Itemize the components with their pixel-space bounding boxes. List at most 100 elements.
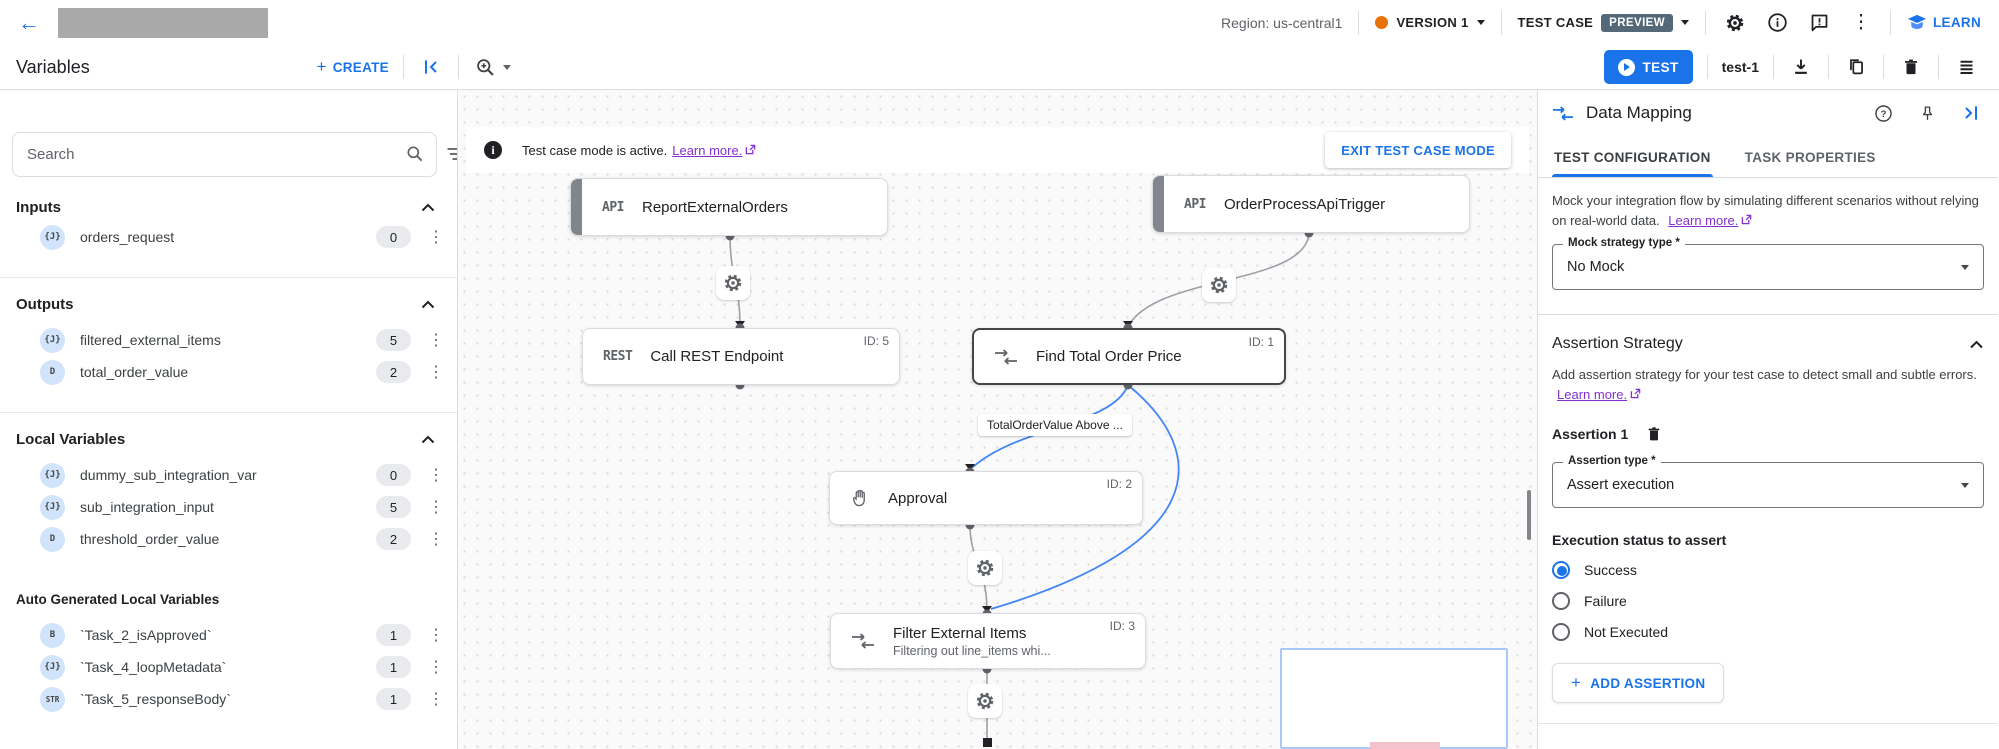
section-header-outputs: Outputs xyxy=(0,290,457,318)
filter-sort-icon[interactable] xyxy=(445,145,457,163)
variable-row[interactable]: B `Task_2_isApproved` 1 ⋮ xyxy=(0,619,457,651)
variable-row[interactable]: {J} sub_integration_input 5 ⋮ xyxy=(0,491,457,523)
edge-gear-icon[interactable] xyxy=(968,551,1002,585)
add-assertion-button[interactable]: + ADD ASSERTION xyxy=(1552,663,1725,703)
node-order-process-api-trigger[interactable]: API OrderProcessApiTrigger xyxy=(1152,175,1470,233)
learn-more-link[interactable]: Learn more. xyxy=(672,143,756,158)
learn-more-link[interactable]: Learn more. xyxy=(1668,213,1752,228)
node-approval[interactable]: Approval ID: 2 xyxy=(829,471,1143,525)
edge-gear-icon[interactable] xyxy=(716,266,750,300)
copy-icon[interactable] xyxy=(1843,54,1869,80)
node-subtitle: Filtering out line_items whi... xyxy=(893,643,1051,658)
canvas-zoom-control[interactable] xyxy=(475,57,511,78)
help-icon[interactable]: ? xyxy=(1870,100,1896,126)
chevron-down-icon xyxy=(1961,482,1969,488)
test-button[interactable]: TEST xyxy=(1603,50,1693,84)
delete-icon[interactable] xyxy=(1898,54,1924,80)
info-icon[interactable] xyxy=(1764,10,1790,36)
variable-row[interactable]: {J} filtered_external_items 5 ⋮ xyxy=(0,324,457,356)
row-menu-icon[interactable]: ⋮ xyxy=(428,467,444,484)
search-input[interactable] xyxy=(12,132,437,177)
assertion-type-select[interactable]: Assertion type * Assert execution xyxy=(1552,455,1984,508)
settings-gear-icon[interactable] xyxy=(1722,10,1748,36)
minimap[interactable] xyxy=(1280,648,1508,749)
divider xyxy=(0,412,457,413)
row-menu-icon[interactable]: ⋮ xyxy=(428,627,444,644)
collapse-panel-icon[interactable] xyxy=(1958,100,1984,126)
edge-gear-icon[interactable] xyxy=(968,684,1002,718)
row-menu-icon[interactable]: ⋮ xyxy=(428,332,444,349)
pin-icon[interactable] xyxy=(1914,100,1940,126)
info-icon: i xyxy=(484,141,502,159)
node-filter-external-items[interactable]: Filter External Items Filtering out line… xyxy=(830,613,1146,669)
learn-button[interactable]: LEARN xyxy=(1907,14,1981,32)
download-icon[interactable] xyxy=(1788,54,1814,80)
external-link-icon xyxy=(1741,214,1752,225)
count-badge: 1 xyxy=(376,688,411,710)
node-call-rest-endpoint[interactable]: REST Call REST Endpoint ID: 5 xyxy=(582,328,900,385)
count-badge: 5 xyxy=(376,496,411,518)
more-options-icon[interactable]: ⋮ xyxy=(1851,12,1871,33)
divider xyxy=(1773,55,1774,79)
variable-row[interactable]: D total_order_value 2 ⋮ xyxy=(0,356,457,388)
chevron-down-icon xyxy=(1681,20,1689,25)
divider xyxy=(0,277,457,278)
row-menu-icon[interactable]: ⋮ xyxy=(428,229,444,246)
radio-success[interactable]: Success xyxy=(1552,561,1984,579)
tab-test-configuration[interactable]: TEST CONFIGURATION xyxy=(1552,136,1713,177)
node-report-external-orders[interactable]: API ReportExternalOrders xyxy=(570,178,888,236)
json-type-icon: {J} xyxy=(40,654,65,680)
scrollbar-thumb[interactable] xyxy=(1527,490,1531,540)
feedback-icon[interactable] xyxy=(1806,10,1832,36)
flow-canvas[interactable]: i Test case mode is active. Learn more. … xyxy=(458,90,1537,749)
collapse-sidebar-icon[interactable] xyxy=(418,54,444,80)
panel-title: Data Mapping xyxy=(1586,103,1692,122)
section-header-inputs: Inputs xyxy=(0,193,457,221)
edge-gear-icon[interactable] xyxy=(1202,268,1236,302)
test-case-selector[interactable]: TEST CASE PREVIEW xyxy=(1517,13,1689,32)
divider xyxy=(1705,10,1706,35)
tab-task-properties[interactable]: TASK PROPERTIES xyxy=(1744,150,1876,165)
row-menu-icon[interactable]: ⋮ xyxy=(428,499,444,516)
divider xyxy=(1706,55,1708,79)
divider xyxy=(1890,10,1891,35)
row-menu-icon[interactable]: ⋮ xyxy=(428,691,444,708)
radio-not-executed[interactable]: Not Executed xyxy=(1552,623,1984,641)
learn-icon xyxy=(1908,14,1926,29)
mock-strategy-select[interactable]: Mock strategy type * No Mock xyxy=(1552,237,1984,290)
plus-icon: + xyxy=(1571,673,1582,692)
top-app-bar: ← Region: us-central1 VERSION 1 TEST CAS… xyxy=(0,0,1999,45)
chevron-up-icon[interactable] xyxy=(1969,340,1984,349)
row-menu-icon[interactable]: ⋮ xyxy=(428,364,444,381)
double-type-icon: D xyxy=(40,359,65,385)
chevron-up-icon[interactable] xyxy=(421,203,435,212)
variable-row[interactable]: D threshold_order_value 2 ⋮ xyxy=(0,523,457,555)
version-label: VERSION 1 xyxy=(1396,15,1469,30)
create-variable-button[interactable]: + CREATE xyxy=(316,57,389,76)
learn-more-link[interactable]: Learn more. xyxy=(1557,387,1641,402)
exit-test-case-mode-button[interactable]: EXIT TEST CASE MODE xyxy=(1325,132,1511,168)
node-find-total-order-price[interactable]: Find Total Order Price ID: 1 xyxy=(972,328,1286,385)
list-view-icon[interactable] xyxy=(1953,54,1979,80)
mock-description: Mock your integration flow by simulating… xyxy=(1552,193,1979,228)
boolean-type-icon: B xyxy=(40,622,65,648)
chevron-up-icon[interactable] xyxy=(421,300,435,309)
test-case-label: TEST CASE xyxy=(1517,15,1594,30)
row-menu-icon[interactable]: ⋮ xyxy=(428,531,444,548)
delete-assertion-icon[interactable] xyxy=(1644,424,1664,444)
variable-row[interactable]: {J} `Task_4_loopMetadata` 1 ⋮ xyxy=(0,651,457,683)
variable-row[interactable]: {J} orders_request 0 ⋮ xyxy=(0,221,457,253)
api-trigger-badge: API xyxy=(1184,196,1206,212)
search-icon xyxy=(405,144,425,164)
chevron-up-icon[interactable] xyxy=(421,435,435,444)
double-type-icon: D xyxy=(40,526,65,552)
secondary-toolbar: Variables + CREATE TEST test-1 xyxy=(0,45,1999,90)
row-menu-icon[interactable]: ⋮ xyxy=(428,659,444,676)
variable-row[interactable]: STR `Task_5_responseBody` 1 ⋮ xyxy=(0,683,457,715)
variable-row[interactable]: {J} dummy_sub_integration_var 0 ⋮ xyxy=(0,459,457,491)
trigger-accent-bar xyxy=(571,179,582,235)
back-arrow-icon[interactable]: ← xyxy=(18,9,40,35)
edge-condition-label[interactable]: TotalOrderValue Above ... xyxy=(978,414,1132,436)
radio-failure[interactable]: Failure xyxy=(1552,592,1984,610)
version-selector[interactable]: VERSION 1 xyxy=(1375,15,1485,30)
